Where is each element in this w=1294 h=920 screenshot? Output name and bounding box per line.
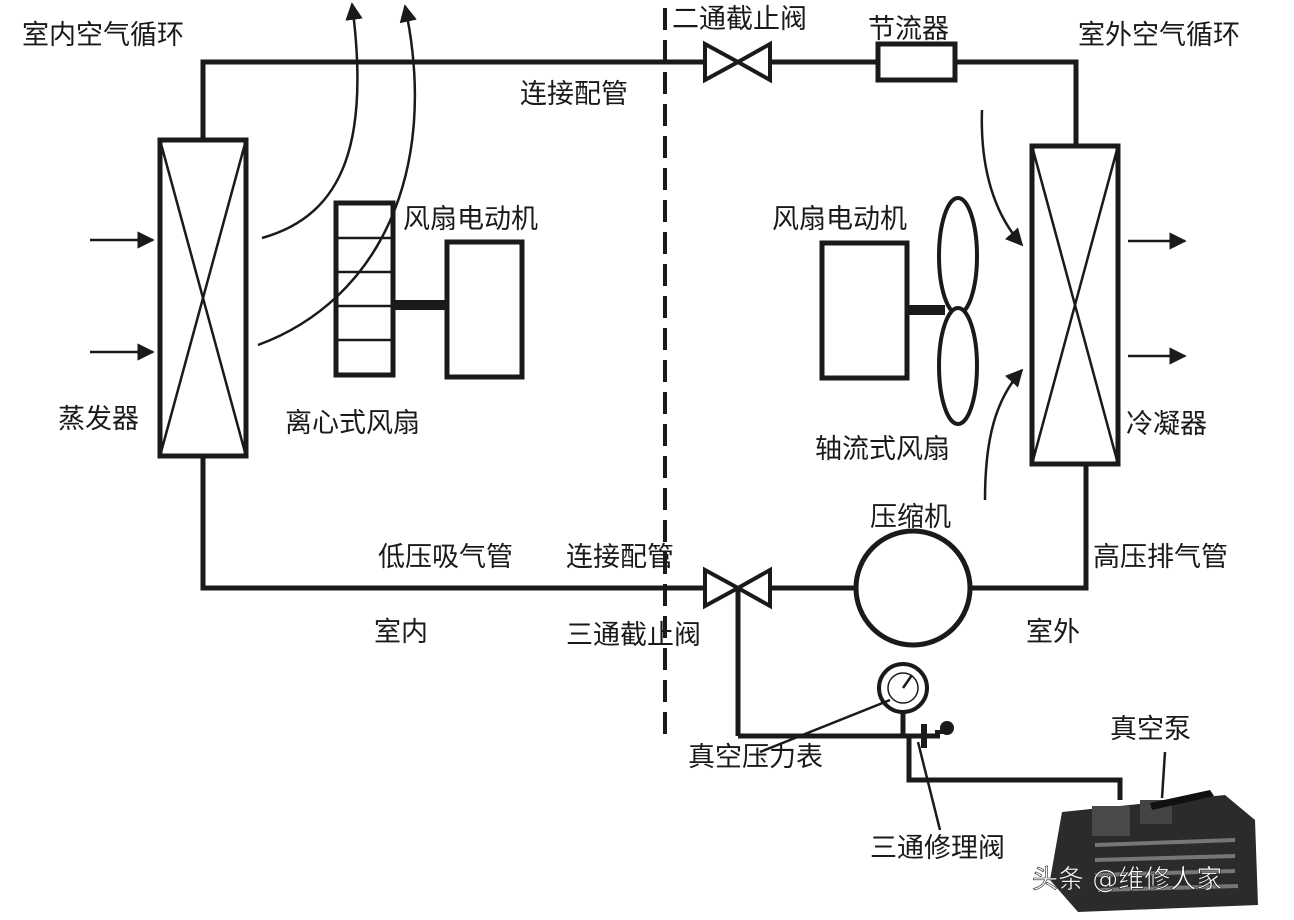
condenser-label: 冷凝器 — [1126, 409, 1207, 440]
evaporator-coil — [157, 137, 249, 459]
low-pressure-pipe-label: 低压吸气管 — [378, 542, 513, 573]
centrifugal-fan-label: 离心式风扇 — [285, 408, 420, 439]
indoor-fan-motor-label: 风扇电动机 — [403, 204, 538, 235]
vacuum-pump-icon — [1050, 751, 1258, 912]
outdoor-air-circulation-label: 室外空气循环 — [1078, 20, 1240, 51]
axial-fan-label: 轴流式风扇 — [815, 434, 950, 465]
high-pressure-pipe-label: 高压排气管 — [1093, 542, 1228, 573]
three-way-valve-label: 三通截止阀 — [566, 620, 701, 651]
service-valve-icon — [759, 698, 1123, 831]
two-way-valve-label: 二通截止阀 — [672, 4, 807, 35]
condenser-coil — [1029, 143, 1121, 467]
connecting-pipe-top-label: 连接配管 — [520, 79, 628, 110]
connecting-pipe-bottom-label: 连接配管 — [566, 542, 674, 573]
three-way-valve-icon — [703, 566, 772, 736]
compressor-icon — [853, 528, 973, 648]
indoor-label: 室内 — [374, 617, 428, 648]
vacuum-pump-label: 真空泵 — [1110, 714, 1191, 745]
evaporator-label: 蒸发器 — [58, 404, 139, 435]
watermark-text: 头条 @维修人家 — [1032, 865, 1222, 895]
throttle-label: 节流器 — [868, 14, 949, 45]
vacuum-gauge-label: 真空压力表 — [688, 742, 823, 773]
vacuum-gauge-icon — [738, 662, 929, 739]
compressor-label: 压缩机 — [870, 502, 951, 533]
outdoor-label: 室外 — [1026, 617, 1080, 648]
service-valve-label: 三通修理阀 — [870, 833, 1005, 864]
indoor-air-circulation-label: 室内空气循环 — [22, 20, 184, 51]
refrigerant-circuit — [200, 59, 1089, 591]
outdoor-fan-motor — [819, 240, 910, 381]
throttle-device — [875, 41, 958, 83]
axial-fan-icon — [907, 196, 979, 426]
two-way-valve-icon — [703, 40, 772, 84]
airflow-arrows — [90, 2, 1187, 501]
indoor-fan-motor — [444, 239, 525, 380]
outdoor-fan-motor-label: 风扇电动机 — [772, 204, 907, 235]
